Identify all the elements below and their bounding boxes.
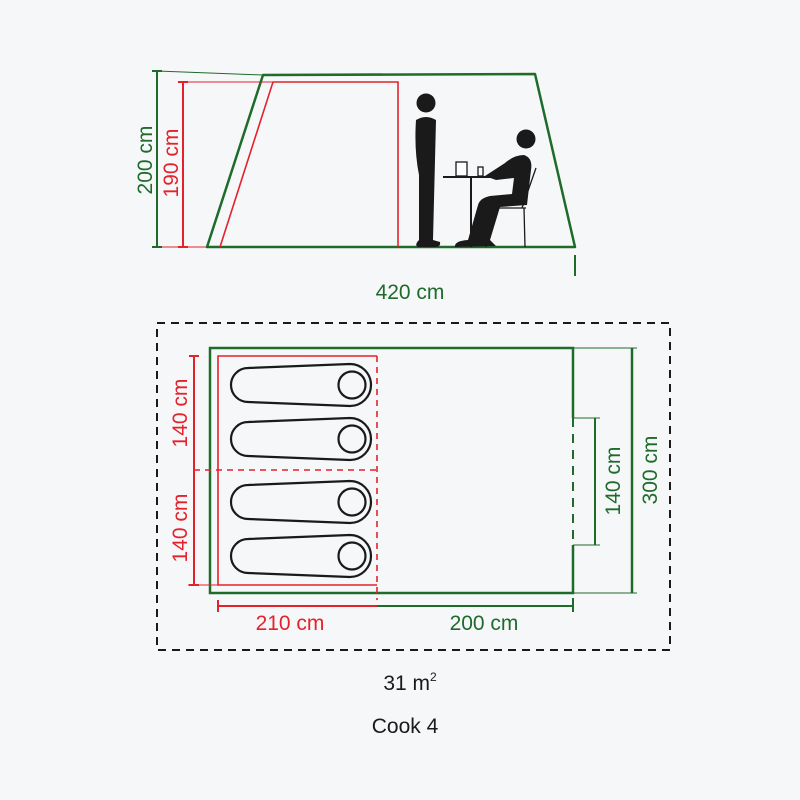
inner-tent-outline [219, 81, 399, 248]
area-label: 31 m2 [383, 670, 437, 695]
side-view [152, 70, 577, 276]
floor-plan [156, 322, 671, 651]
pillow-icon [337, 424, 367, 454]
width-dimension [573, 347, 637, 594]
door-width-dimension [573, 417, 600, 546]
inner-height-dimension [178, 81, 188, 248]
width-label: 300 cm [639, 436, 662, 505]
model-name: Cook 4 [372, 715, 439, 738]
bedroom-width-dimension [189, 355, 199, 586]
total-height-label: 200 cm [134, 126, 157, 195]
sleeping-bag-icon [229, 416, 373, 462]
door-width-label: 140 cm [602, 447, 625, 516]
sleeping-bag-icon [229, 362, 373, 408]
sleeping-bag-icon [229, 479, 373, 525]
length-label: 420 cm [376, 281, 445, 304]
bedroom-depth-dimension [217, 600, 377, 612]
pillow-icon [337, 487, 367, 517]
seated-person-icon [454, 129, 536, 247]
inner-height-label: 190 cm [160, 129, 183, 198]
tent-outline [205, 72, 577, 249]
pillow-icon [337, 370, 367, 400]
bedroom-segment-2-label: 140 cm [169, 494, 192, 563]
bedroom-depth-label: 210 cm [256, 612, 325, 635]
bedroom-segment-1-label: 140 cm [169, 379, 192, 448]
pillow-icon [337, 541, 367, 571]
sleeping-bag-icon [229, 533, 373, 579]
height-guide-line [156, 70, 264, 76]
height-dimension [152, 70, 162, 248]
living-depth-dimension [377, 598, 574, 612]
living-depth-label: 200 cm [450, 612, 519, 635]
sleeping-bags [229, 362, 373, 579]
footprint-dashed-outline [156, 322, 671, 651]
standing-person-icon [415, 93, 441, 247]
